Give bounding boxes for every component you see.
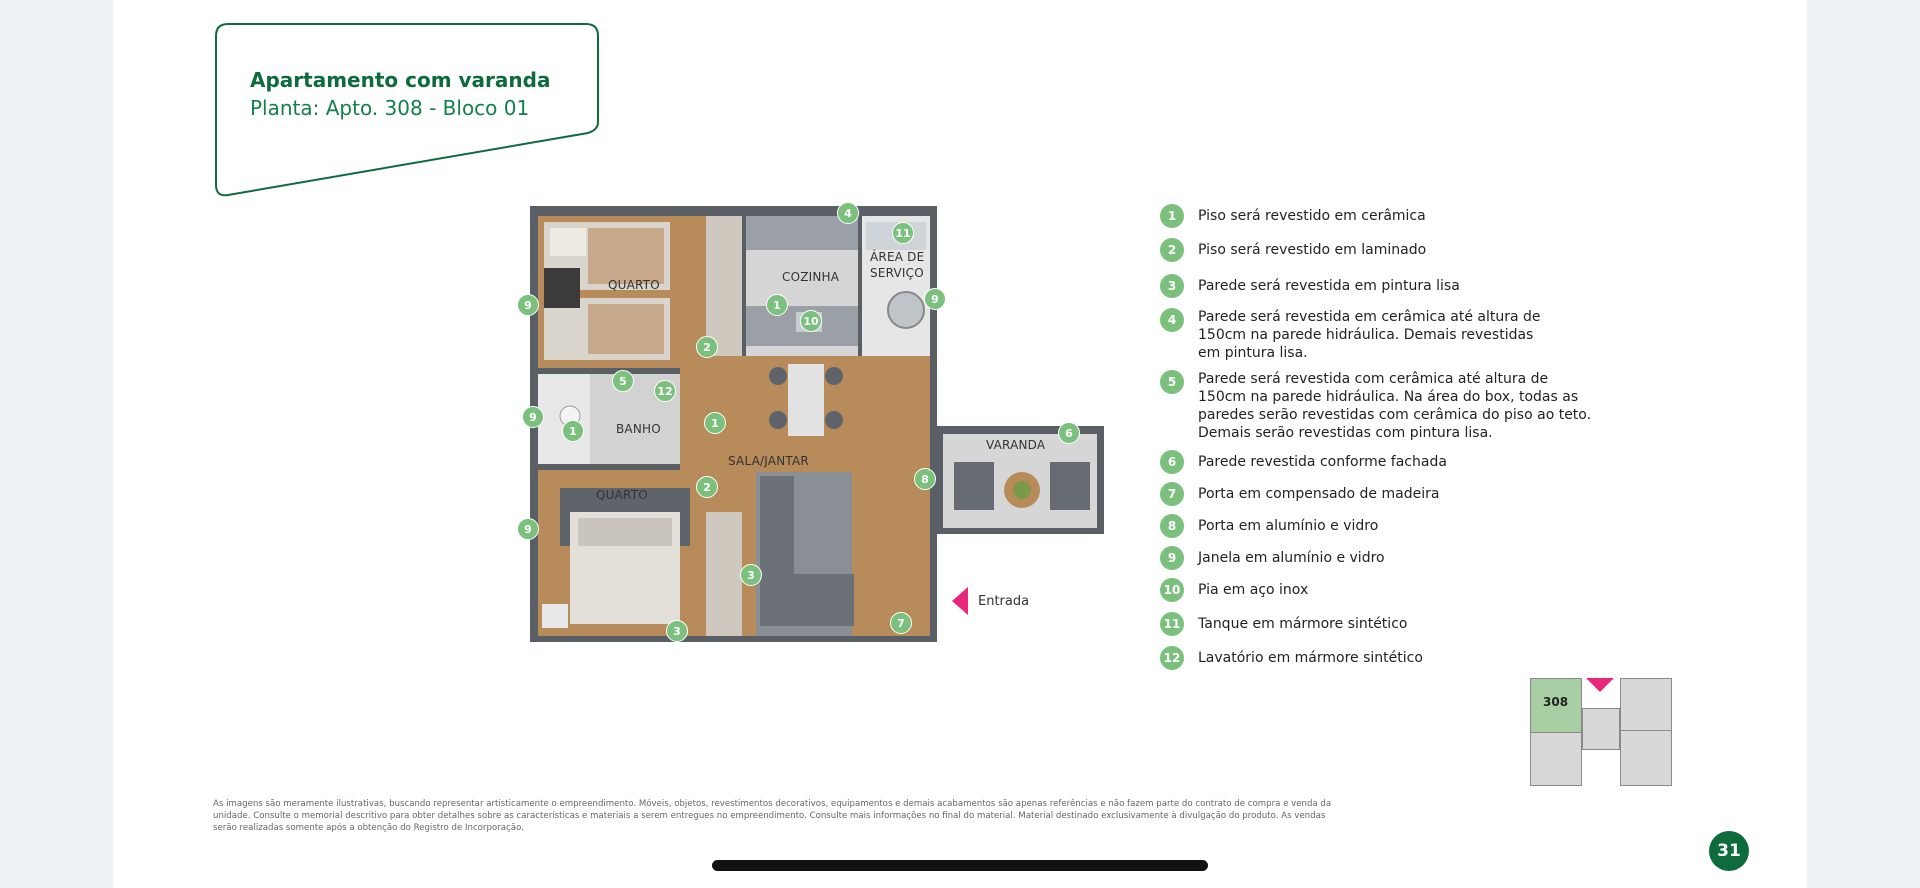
legend-text: Tanque em mármore sintético bbox=[1198, 616, 1408, 632]
plan-marker: 1 bbox=[766, 294, 788, 316]
entrance-arrow-icon bbox=[952, 587, 968, 615]
legend-text: Parede será revestida em cerâmica até al… bbox=[1198, 309, 1541, 361]
key-plan-unit-label: 308 bbox=[1543, 695, 1569, 709]
legend-item: 8 Porta em alumínio e vidro bbox=[1160, 514, 1598, 538]
legend-text: Lavatório em mármore sintético bbox=[1198, 650, 1423, 666]
plan-marker: 5 bbox=[612, 370, 634, 392]
key-plan-unit-active: 308 bbox=[1530, 678, 1582, 734]
legend-item: 12 Lavatório em mármore sintético bbox=[1160, 646, 1598, 670]
legend-number: 11 bbox=[1160, 612, 1184, 636]
legend-text: Janela em alumínio e vidro bbox=[1198, 550, 1385, 566]
plan-marker: 3 bbox=[666, 620, 688, 642]
plan-marker: 9 bbox=[517, 518, 539, 540]
legend-item: 11 Tanque em mármore sintético bbox=[1160, 612, 1598, 636]
room-label-area-servico-2: SERVIÇO bbox=[870, 266, 924, 280]
plan-marker: 7 bbox=[890, 612, 912, 634]
key-plan-unit bbox=[1530, 732, 1582, 786]
plan-marker: 10 bbox=[800, 310, 822, 332]
legend-text: Piso será revestido em cerâmica bbox=[1198, 208, 1426, 224]
room-label-quarto-top: QUARTO bbox=[608, 278, 660, 292]
room-label-area-servico-1: ÁREA DE bbox=[870, 250, 925, 264]
legend-text: Parede será revestida em pintura lisa bbox=[1198, 278, 1460, 294]
legend-number: 5 bbox=[1160, 370, 1184, 394]
legend-number: 3 bbox=[1160, 274, 1184, 298]
legend-item: 4 Parede será revestida em cerâmica até … bbox=[1160, 308, 1548, 362]
plan-marker: 11 bbox=[892, 222, 914, 244]
plan-marker: 6 bbox=[1058, 422, 1080, 444]
legend-item: 1 Piso será revestido em cerâmica bbox=[1160, 204, 1598, 228]
floor-plan-drawing bbox=[530, 206, 1104, 642]
legend-number: 2 bbox=[1160, 238, 1184, 262]
title-box: Apartamento com varanda Planta: Apto. 30… bbox=[214, 22, 600, 197]
page-title: Apartamento com varanda bbox=[250, 68, 551, 92]
legend-text: Parede revestida conforme fachada bbox=[1198, 454, 1447, 470]
plan-marker: 2 bbox=[696, 476, 718, 498]
legend-item: 10 Pia em aço inox bbox=[1160, 578, 1598, 602]
legend-text: Porta em alumínio e vidro bbox=[1198, 518, 1379, 534]
legend-number: 9 bbox=[1160, 546, 1184, 570]
legend-number: 10 bbox=[1160, 578, 1184, 602]
room-label-quarto-bottom: QUARTO bbox=[596, 488, 648, 502]
legend-number: 4 bbox=[1160, 308, 1184, 332]
key-plan-corridor bbox=[1582, 708, 1620, 750]
legend-item: 9 Janela em alumínio e vidro bbox=[1160, 546, 1598, 570]
plan-marker: 3 bbox=[740, 564, 762, 586]
floor-plan: QUARTO COZINHA ÁREA DE SERVIÇO BANHO SAL… bbox=[517, 202, 1104, 642]
key-plan: 308 bbox=[1530, 678, 1674, 788]
plan-marker: 12 bbox=[654, 380, 676, 402]
legend-number: 12 bbox=[1160, 646, 1184, 670]
room-label-sala: SALA/JANTAR bbox=[728, 454, 809, 468]
key-plan-unit bbox=[1620, 678, 1672, 732]
room-label-banho: BANHO bbox=[616, 422, 661, 436]
title-box-frame bbox=[215, 23, 599, 197]
legend-item: 3 Parede será revestida em pintura lisa bbox=[1160, 274, 1598, 298]
page-number-badge: 31 bbox=[1709, 831, 1749, 871]
legend-text: Parede será revestida com cerâmica até a… bbox=[1198, 371, 1592, 441]
entrance-label: Entrada bbox=[978, 593, 1030, 609]
legend-item: 5 Parede será revestida com cerâmica até… bbox=[1160, 370, 1598, 442]
key-plan-unit bbox=[1620, 730, 1672, 786]
plan-marker: 9 bbox=[924, 288, 946, 310]
legend-text: Porta em compensado de madeira bbox=[1198, 486, 1440, 502]
page-subtitle: Planta: Apto. 308 - Bloco 01 bbox=[250, 96, 530, 120]
plan-marker: 1 bbox=[704, 412, 726, 434]
legend-text: Pia em aço inox bbox=[1198, 582, 1309, 598]
plan-marker: 8 bbox=[914, 468, 936, 490]
plan-marker: 9 bbox=[517, 294, 539, 316]
legend-item: 2 Piso será revestido em laminado bbox=[1160, 238, 1598, 262]
entrance-indicator: Entrada bbox=[952, 587, 1029, 615]
legend-number: 8 bbox=[1160, 514, 1184, 538]
legend-number: 1 bbox=[1160, 204, 1184, 228]
legend-number: 6 bbox=[1160, 450, 1184, 474]
plan-marker: 1 bbox=[562, 420, 584, 442]
room-label-varanda: VARANDA bbox=[986, 438, 1046, 452]
plan-marker: 2 bbox=[696, 336, 718, 358]
legend-number: 7 bbox=[1160, 482, 1184, 506]
legend-text: Piso será revestido em laminado bbox=[1198, 242, 1427, 258]
key-plan-entrance-icon bbox=[1586, 678, 1614, 692]
disclaimer-text: As imagens são meramente ilustrativas, b… bbox=[213, 799, 1332, 833]
legend-item: 7 Porta em compensado de madeira bbox=[1160, 482, 1598, 506]
legend-item: 6 Parede revestida conforme fachada bbox=[1160, 450, 1598, 474]
home-indicator-bar[interactable] bbox=[712, 860, 1208, 871]
plan-marker: 9 bbox=[522, 406, 544, 428]
room-label-cozinha: COZINHA bbox=[782, 270, 840, 284]
plan-marker: 4 bbox=[837, 202, 859, 224]
